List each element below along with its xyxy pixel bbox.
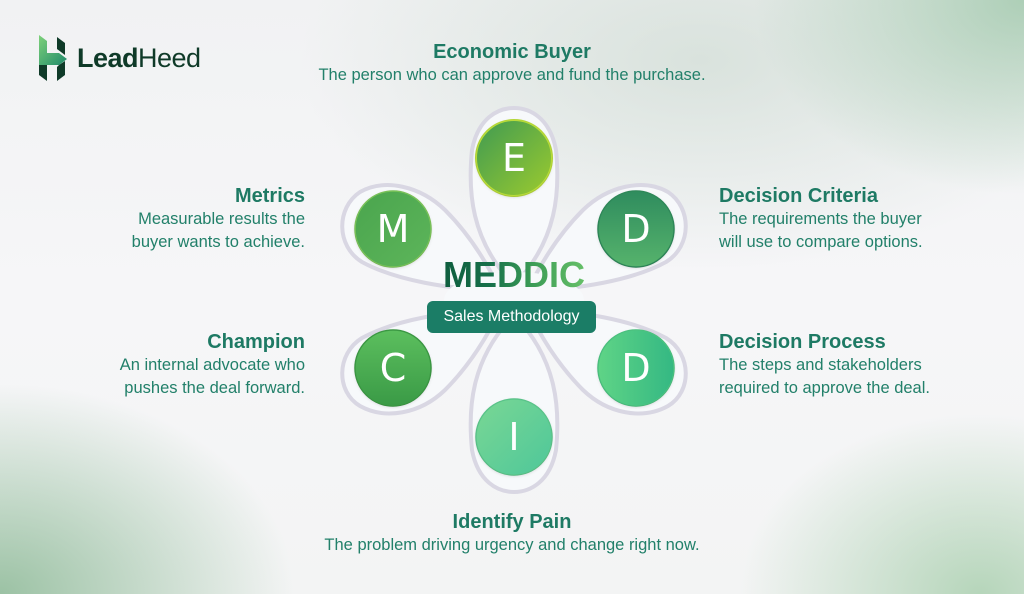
letter-i: I: [476, 399, 552, 475]
letter-c: C: [355, 330, 431, 406]
identify-pain-desc: The problem driving urgency and change r…: [324, 536, 700, 554]
circle-m: [354, 190, 432, 268]
metrics-title: Metrics: [234, 185, 305, 207]
champion-desc-line-1: An internal advocate who: [119, 356, 305, 374]
leadheed-h-arrow-icon: [39, 35, 67, 81]
economic-buyer-desc: The person who can approve and fund the …: [318, 66, 706, 84]
decision-process-block: Decision Process The steps and stakehold…: [719, 330, 1019, 400]
circle-c: [354, 329, 432, 407]
circle-i: [475, 398, 553, 476]
champion-desc-line-2: pushes the deal forward.: [124, 379, 305, 397]
decision-criteria-block: Decision Criteria The requirements the b…: [719, 184, 1009, 254]
letter-e: E: [476, 120, 552, 196]
metrics-desc-line-1: Measurable results the: [138, 210, 305, 228]
decision-criteria-title: Decision Criteria: [719, 185, 878, 207]
identify-pain-block: Identify Pain The problem driving urgenc…: [262, 510, 762, 557]
economic-buyer-title: Economic Buyer: [433, 41, 591, 63]
brand-logo: LeadHeed: [37, 35, 201, 81]
champion-block: Champion An internal advocate who pushes…: [40, 330, 305, 400]
letter-d-criteria: D: [598, 191, 674, 267]
identify-pain-title: Identify Pain: [452, 511, 572, 533]
metrics-desc-line-2: buyer wants to achieve.: [131, 233, 305, 251]
letter-m: M: [355, 191, 431, 267]
decision-criteria-desc-line-1: The requirements the buyer: [719, 210, 922, 228]
decision-process-desc-line-1: The steps and stakeholders: [719, 356, 922, 374]
circle-d-process: [597, 329, 675, 407]
decision-process-title: Decision Process: [719, 331, 886, 353]
meddic-title: MEDDIC: [434, 255, 594, 295]
brand-name: LeadHeed: [77, 42, 201, 73]
circle-d-criteria: [597, 190, 675, 268]
decision-criteria-desc-line-2: will use to compare options.: [719, 233, 923, 251]
sales-methodology-badge: Sales Methodology: [427, 301, 596, 333]
metrics-block: Metrics Measurable results the buyer wan…: [60, 184, 305, 254]
champion-title: Champion: [207, 331, 305, 353]
letter-d-process: D: [598, 330, 674, 406]
decision-process-desc-line-2: required to approve the deal.: [719, 379, 930, 397]
circle-e: [475, 119, 553, 197]
economic-buyer-block: Economic Buyer The person who can approv…: [262, 40, 762, 87]
